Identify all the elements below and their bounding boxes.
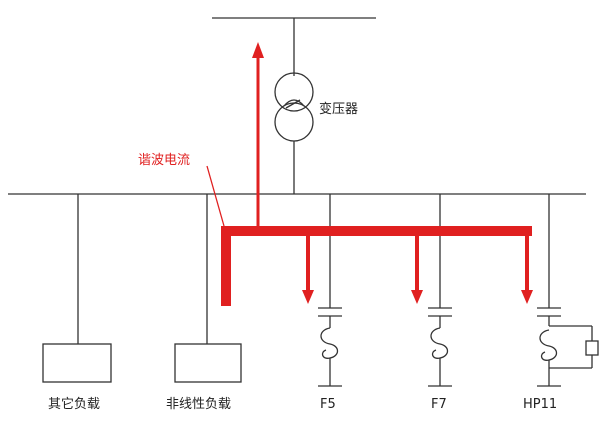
hp11-label: HP11 (523, 397, 557, 412)
nonlinear-load-box (174, 343, 242, 383)
transformer-label: 变压器 (319, 101, 358, 117)
filter-f5 (318, 194, 342, 387)
f5-label: F5 (320, 397, 336, 412)
transformer-symbol (274, 72, 314, 142)
f7-label: F7 (431, 397, 447, 412)
filter-hp11 (537, 194, 599, 387)
nonlinear-load-label: 非线性负载 (166, 397, 231, 412)
other-load-label: 其它负载 (48, 396, 100, 412)
harmonic-current-label: 谐波电流 (138, 153, 190, 168)
filter-f7 (428, 194, 452, 387)
other-load-box (42, 343, 112, 383)
harmonic-current-path (206, 42, 533, 306)
